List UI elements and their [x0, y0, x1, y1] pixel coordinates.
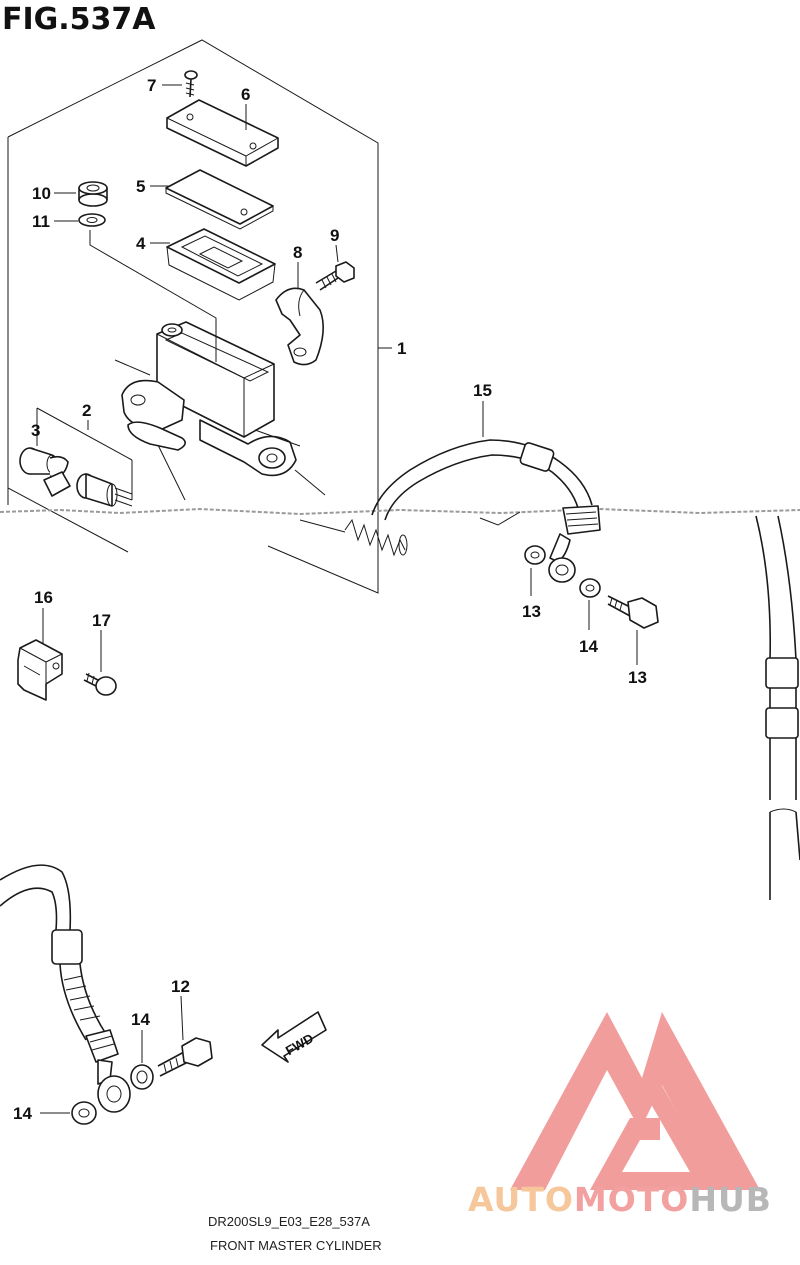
brand-part-moto: MOTO [573, 1180, 690, 1219]
banjo-bolt-part-12 [157, 995, 213, 1077]
leader-lines [89, 230, 521, 526]
callout-12: 12 [171, 977, 190, 996]
callout-7: 7 [147, 76, 156, 95]
boot-part-10 [78, 181, 108, 207]
callout-2: 2 [82, 401, 91, 420]
bolt-part-9 [315, 261, 355, 291]
right-hose-segment [755, 515, 800, 900]
callout-11: 11 [32, 212, 50, 231]
piston-kit-part-2 [36, 407, 133, 507]
piston-part-3 [19, 447, 69, 479]
banjo-bolt-part-13 [607, 595, 659, 665]
page-break-line [0, 507, 800, 516]
master-cylinder-body-part-1 [121, 321, 301, 477]
diagram-caption: FRONT MASTER CYLINDER [210, 1238, 382, 1253]
washer-part-14-b [579, 578, 601, 630]
callout-10: 10 [32, 184, 51, 203]
callout-14-a: 13 [522, 602, 541, 621]
washer-part-11 [78, 213, 106, 227]
callout-16: 16 [34, 588, 53, 607]
callout-5: 5 [136, 177, 145, 196]
brand-part-hub: HUB [689, 1180, 772, 1219]
lower-hose-segment [0, 864, 131, 1113]
assembly-outline [7, 39, 379, 594]
callout-9: 9 [330, 226, 339, 245]
callout-17: 17 [92, 611, 111, 630]
watermark-brand: AUTOMOTOHUB [468, 1180, 772, 1219]
spring [299, 518, 408, 557]
hose-clamp-part-16 [17, 608, 63, 701]
screw-part-7 [184, 70, 198, 98]
callout-14-c: 14 [131, 1010, 150, 1029]
callout-3: 3 [31, 421, 40, 440]
reservoir-cap-part-6 [166, 99, 279, 167]
forward-direction-arrow: FWD [261, 1011, 327, 1063]
washer-part-14-a [524, 545, 546, 596]
callout-1: 1 [397, 339, 406, 358]
callout-8: 8 [293, 243, 302, 262]
callout-labels: 7 6 10 11 5 4 9 8 1 2 3 15 13 14 13 16 1… [13, 76, 647, 1123]
callout-14-d: 14 [13, 1104, 32, 1123]
diagram-code: DR200SL9_E03_E28_537A [208, 1214, 370, 1229]
watermark-logo [510, 1012, 760, 1190]
brake-hose-part-15 [371, 401, 601, 583]
cap-plate-part-5 [165, 169, 274, 230]
washer-part-14-d [40, 1101, 97, 1125]
figure-title: FIG.537A [2, 2, 156, 37]
clamp-part-8 [275, 287, 324, 366]
diaphragm-part-4 [166, 228, 276, 301]
callout-6: 6 [241, 85, 250, 104]
callout-15: 15 [473, 381, 492, 400]
brand-part-auto: AUTO [468, 1180, 574, 1219]
callout-14-b: 14 [579, 637, 598, 656]
callout-13: 13 [628, 668, 647, 687]
washer-part-14-c [130, 1030, 154, 1090]
callout-4: 4 [136, 234, 146, 253]
screw-part-17 [83, 630, 117, 696]
